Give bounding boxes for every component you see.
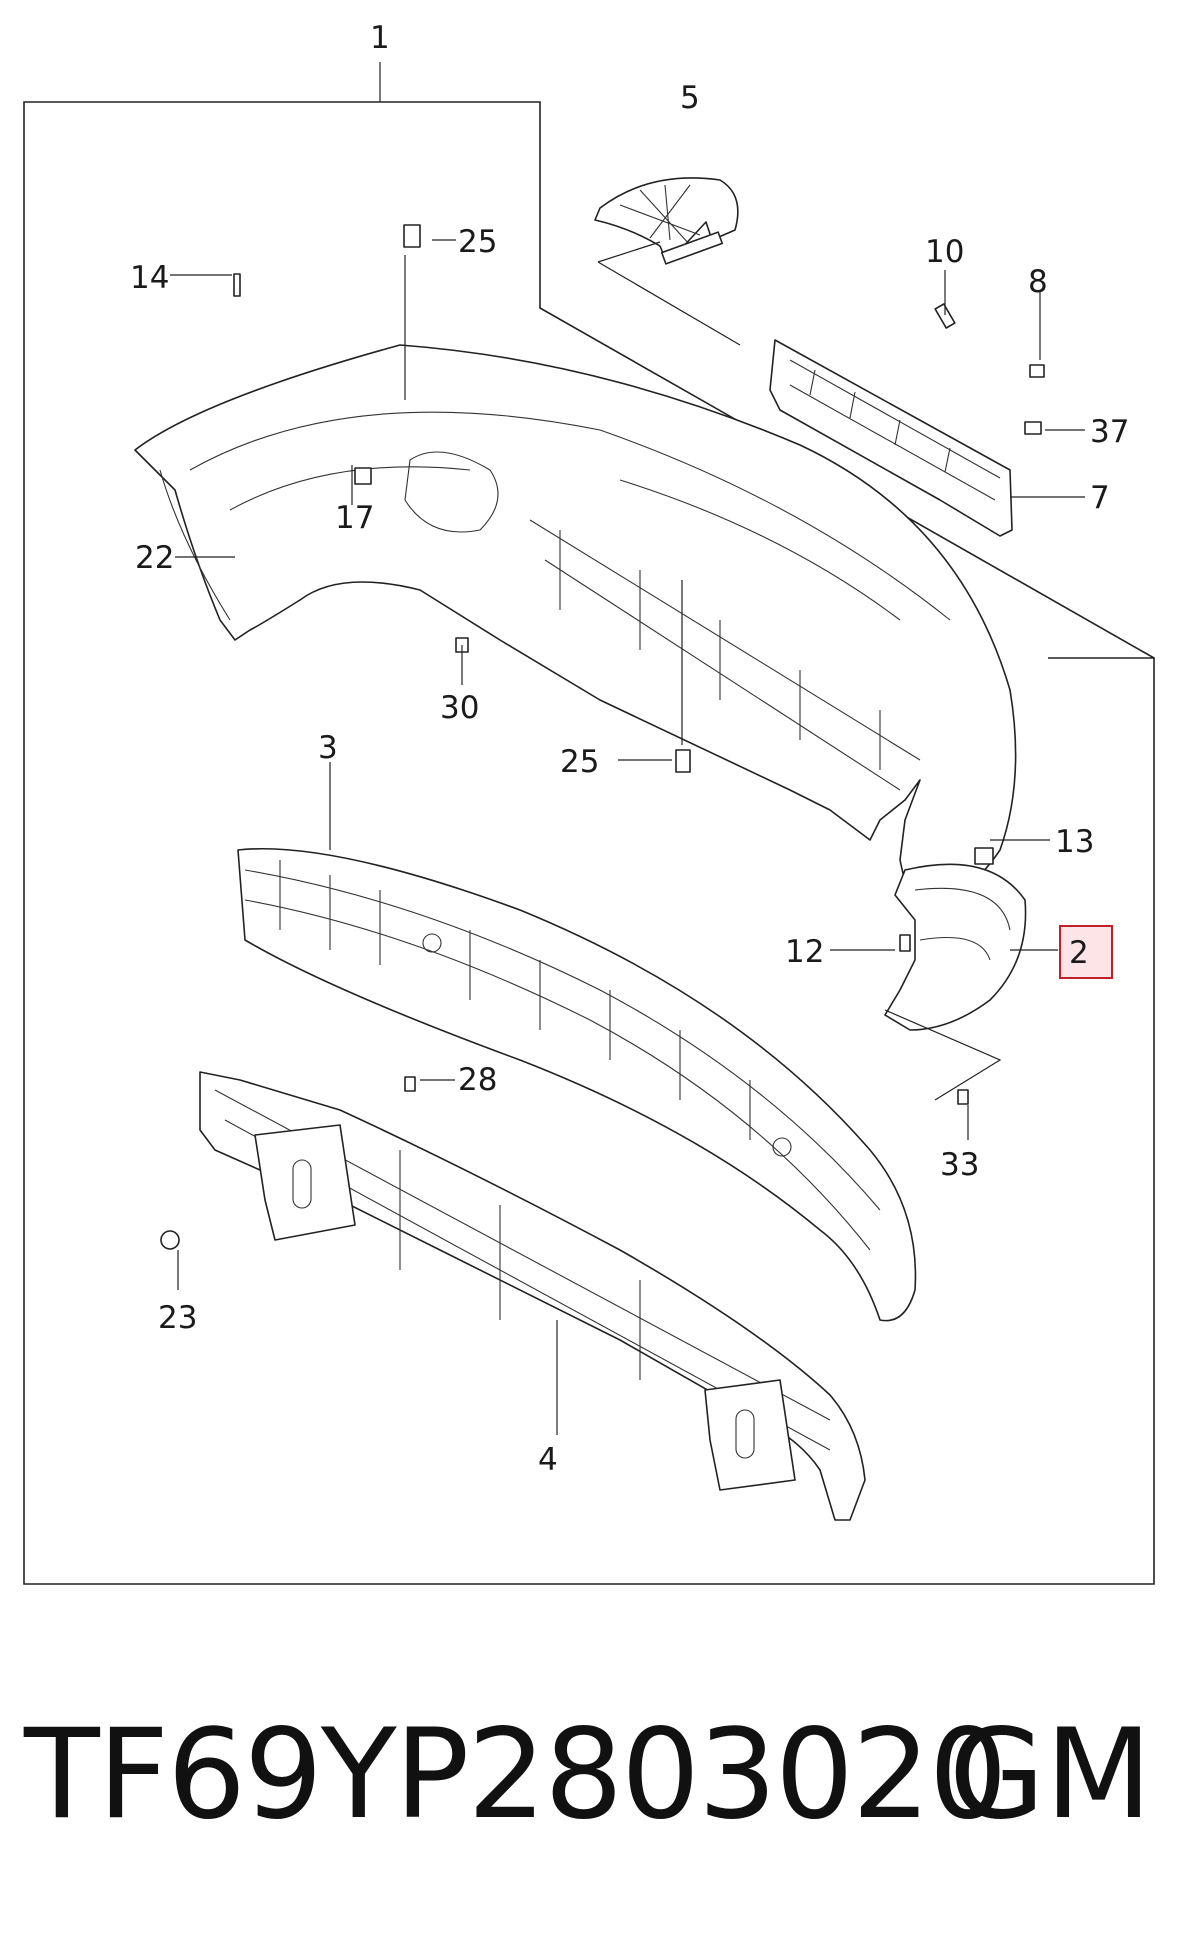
callout-10: 10	[925, 234, 964, 270]
leader-lines	[170, 239, 1085, 1435]
brand-label: GM	[948, 1703, 1152, 1847]
part-number: TF69YP2803020	[24, 1703, 1008, 1847]
callout-28: 28	[458, 1062, 497, 1098]
callout-33: 33	[940, 1147, 979, 1183]
callout-2: 2	[1069, 935, 1089, 971]
callout-30: 30	[440, 690, 479, 726]
callout-labels: 1 5 25 14 10 8 37 7 17 22 30 3 25 13 12 …	[130, 20, 1129, 1478]
callout-3: 3	[318, 730, 338, 766]
callout-13: 13	[1055, 824, 1094, 860]
callout-7: 7	[1090, 480, 1110, 516]
part-7-reinforcement	[769, 339, 1013, 537]
part-4-beam	[199, 1071, 866, 1521]
callout-25-top: 25	[458, 224, 497, 260]
callout-5: 5	[680, 80, 700, 116]
part-2-side-extension	[884, 863, 1027, 1101]
footer: TF69YP2803020 GM	[0, 1700, 1180, 1850]
bumper-fascia	[134, 344, 1017, 906]
part-3-absorber	[237, 847, 917, 1322]
part-5-bracket	[594, 177, 741, 346]
callout-22: 22	[135, 540, 174, 576]
callout-12: 12	[785, 934, 824, 970]
callout-1: 1	[370, 20, 390, 56]
callout-14: 14	[130, 260, 169, 296]
callout-4: 4	[538, 1442, 558, 1478]
callout-25-mid: 25	[560, 744, 599, 780]
highlight-box	[1059, 925, 1113, 979]
callout-23: 23	[158, 1300, 197, 1336]
callout-17: 17	[335, 500, 374, 536]
callout-8: 8	[1028, 264, 1048, 300]
parts-exploded-diagram: 1 5 25 14 10 8 37 7 17 22 30 3 25 13 12 …	[23, 20, 1155, 1585]
callout-37: 37	[1090, 414, 1129, 450]
